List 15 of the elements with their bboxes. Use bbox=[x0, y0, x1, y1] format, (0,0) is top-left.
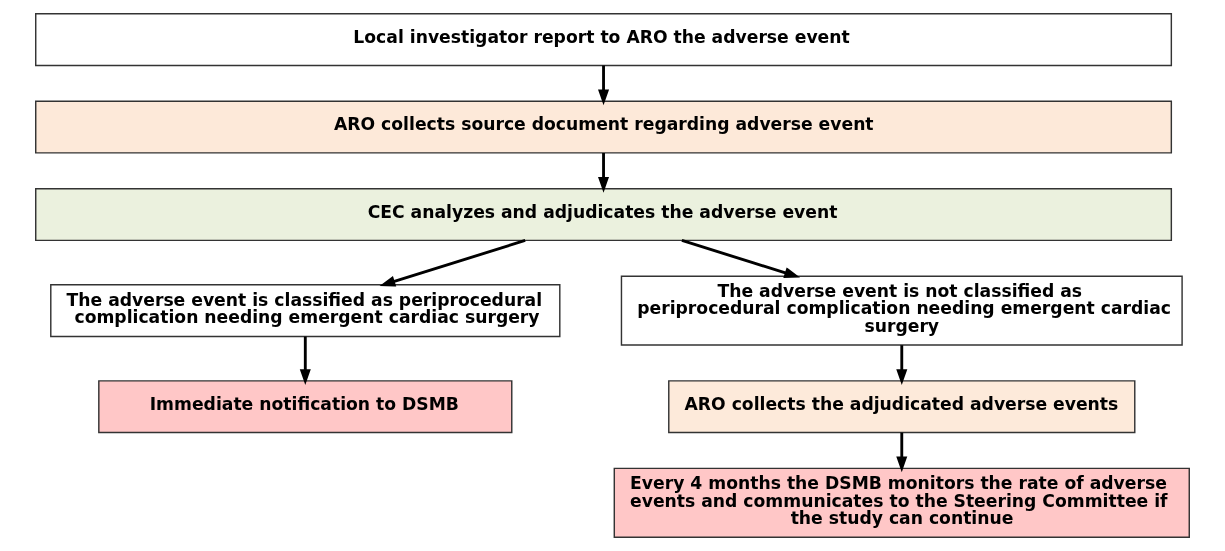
arrow bbox=[681, 239, 801, 278]
arrow bbox=[299, 336, 311, 385]
arrow bbox=[598, 153, 610, 193]
node-box: The adverse event is classified as periprocedural complication needing emergent cardiac surgery bbox=[50, 284, 561, 338]
node-box: CEC analyzes and adjudicates the adverse event bbox=[35, 188, 1173, 242]
arrow bbox=[896, 432, 908, 473]
node-box: Every 4 months the DSMB monitors the rate of adverse events and communicates to the Steering Committee if the study can continue bbox=[613, 467, 1190, 538]
arrow bbox=[896, 345, 908, 386]
node-box: Immediate notification to DSMB bbox=[98, 380, 513, 434]
node-box: The adverse event is not classified as periprocedural complication needing emergent cardiac surgery bbox=[620, 275, 1183, 346]
node-box: ARO collects source document regarding adverse event bbox=[35, 100, 1173, 154]
node-box: Local investigator report to ARO the adverse event bbox=[35, 13, 1173, 67]
arrow bbox=[598, 65, 610, 106]
arrow bbox=[379, 239, 526, 287]
node-box: ARO collects the adjudicated adverse events bbox=[668, 380, 1136, 434]
